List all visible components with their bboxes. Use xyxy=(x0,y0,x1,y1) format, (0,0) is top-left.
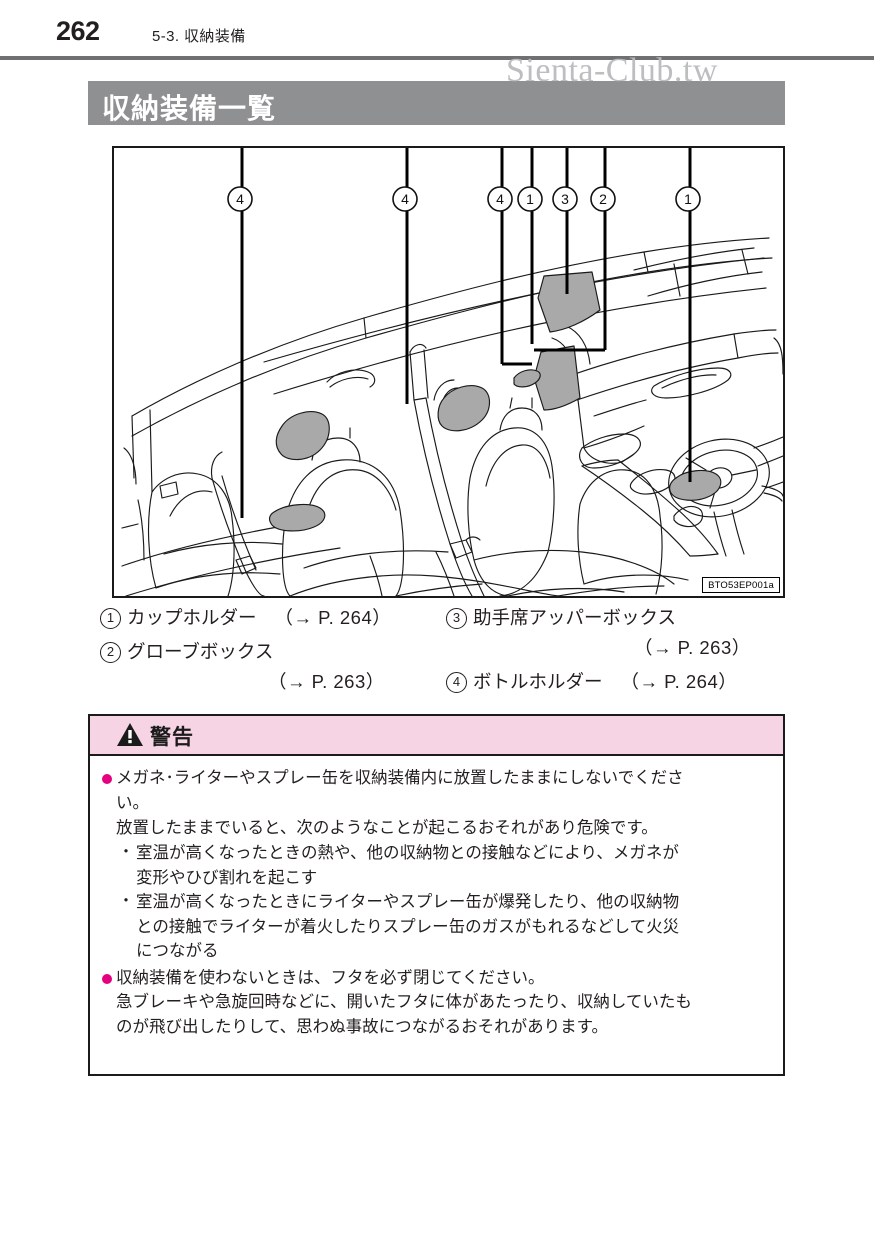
legend-number-2: 2 xyxy=(100,642,121,663)
warning-subitem-2-line1: 室温が高くなったときにライターやスプレー缶が爆発したり、他の収納物 xyxy=(136,893,680,911)
storage-locations-illustration: BTO53EP001a xyxy=(112,146,785,598)
warning-item-2-lead: 収納装備を使わないときは、フタを必ず閉じてください。 xyxy=(116,968,545,987)
warning-item-2: 収納装備を使わないときは、フタを必ず閉じてください。 急ブレーキや急旋回時などに… xyxy=(102,966,771,1040)
legend-page-ref-1[interactable]: （→ P. 264） xyxy=(274,607,392,628)
car-interior-line-drawing xyxy=(121,148,783,596)
legend-number-4: 4 xyxy=(446,672,467,693)
header-divider-rule xyxy=(0,56,874,60)
warning-bullet-icon xyxy=(102,774,112,784)
warning-title: 警告 xyxy=(150,726,194,749)
legend-label-3: 助手席アッパーボックス xyxy=(473,607,676,628)
highlight-bottle-holder-front-door xyxy=(437,385,491,432)
svg-text:4: 4 xyxy=(401,191,409,207)
highlight-glove-box xyxy=(533,345,581,411)
legend-item-2[interactable]: 2 グローブボックス xyxy=(100,638,273,664)
warning-subbullet-icon: ・ xyxy=(118,844,135,861)
svg-text:1: 1 xyxy=(684,191,692,207)
legend-page-ref-2[interactable]: （→ P. 263） xyxy=(268,671,385,692)
svg-text:1: 1 xyxy=(526,191,534,207)
legend-page-ref-3[interactable]: （→ P. 263） xyxy=(634,637,751,658)
warning-subbullet-icon-2: ・ xyxy=(118,893,135,910)
warning-item-1-lead2: い。 xyxy=(116,794,149,812)
highlight-console-cupholder xyxy=(513,369,541,388)
legend-label-4: ボトルホルダー xyxy=(473,671,603,692)
section-label: 5-3. 収納装備 xyxy=(152,28,246,45)
warning-header: 警告 xyxy=(90,716,783,756)
warning-box: 警告 メガネ･ライターやスプレー缶を収納装備内に放置したままにしないでくださ い… xyxy=(88,714,785,1076)
warning-body: メガネ･ライターやスプレー缶を収納装備内に放置したままにしないでくださ い。 放… xyxy=(90,756,783,1039)
warning-subitem-1-line1: 室温が高くなったときの熱や、他の収納物との接触などにより、メガネが xyxy=(136,844,679,862)
legend-page-ref-2-wrap[interactable]: （→ P. 263） xyxy=(268,668,385,694)
svg-text:4: 4 xyxy=(236,191,244,207)
warning-item-1-lead: メガネ･ライターやスプレー缶を収納装備内に放置したままにしないでくださ xyxy=(116,769,684,787)
warning-item-2-cont1: 急ブレーキや急旋回時などに、開いたフタに体があたったり、収納していたも xyxy=(116,993,692,1011)
svg-text:2: 2 xyxy=(599,191,607,207)
warning-subitem-1: ・ 室温が高くなったときの熱や、他の収納物との接触などにより、メガネが 変形やひ… xyxy=(116,841,771,890)
legend-number-1: 1 xyxy=(100,608,121,629)
section-title-bar: 収納装備一覧 xyxy=(88,81,785,125)
legend-item-1[interactable]: 1 カップホルダー （→ P. 264） xyxy=(100,604,391,630)
svg-text:3: 3 xyxy=(561,191,569,207)
highlight-upper-box xyxy=(537,271,601,333)
svg-text:4: 4 xyxy=(496,191,504,207)
legend-label-2: グローブボックス xyxy=(127,641,274,662)
warning-item-1: メガネ･ライターやスプレー缶を収納装備内に放置したままにしないでくださ い。 放… xyxy=(102,766,771,841)
legend-page-ref-4[interactable]: （→ P. 264） xyxy=(620,671,738,692)
highlight-cupholder-driver-door xyxy=(669,469,722,501)
page-number: 262 xyxy=(56,16,100,46)
warning-bullet-icon-2 xyxy=(102,973,112,984)
warning-item-1-cont: 放置したままでいると、次のようなことが起こるおそれがあり危険です。 xyxy=(116,819,658,837)
highlight-bottle-holder-mid-door xyxy=(275,411,330,461)
legend-label-1: カップホルダー xyxy=(127,607,257,628)
legend-item-4[interactable]: 4 ボトルホルダー （→ P. 264） xyxy=(446,668,737,694)
legend-item-3[interactable]: 3 助手席アッパーボックス xyxy=(446,604,676,630)
warning-subitem-2-line3: につながる xyxy=(136,942,219,960)
legend-number-3: 3 xyxy=(446,608,467,629)
warning-subitem-2-line2: との接触でライターが着火したりスプレー缶のガスがもれるなどして火災 xyxy=(136,917,680,936)
callout-badges: 4 4 4 1 3 2 1 xyxy=(227,186,701,212)
section-title-text: 収納装備一覧 xyxy=(102,93,277,124)
figure-code-label: BTO53EP001a xyxy=(702,577,780,593)
page-header: 262 5-3. 収納装備 xyxy=(0,0,874,60)
warning-item-2-cont2: のが飛び出したりして、思わぬ事故につながるおそれがあります。 xyxy=(116,1017,609,1036)
warning-triangle-icon xyxy=(117,723,143,746)
warning-subitem-1-line2: 変形やひび割れを起こす xyxy=(136,868,318,887)
legend-page-ref-3-wrap[interactable]: （→ P. 263） xyxy=(634,634,751,660)
warning-subitem-2: ・ 室温が高くなったときにライターやスプレー缶が爆発したり、他の収納物 との接触… xyxy=(116,890,771,964)
highlight-bottle-holder-rear-door xyxy=(268,503,326,532)
